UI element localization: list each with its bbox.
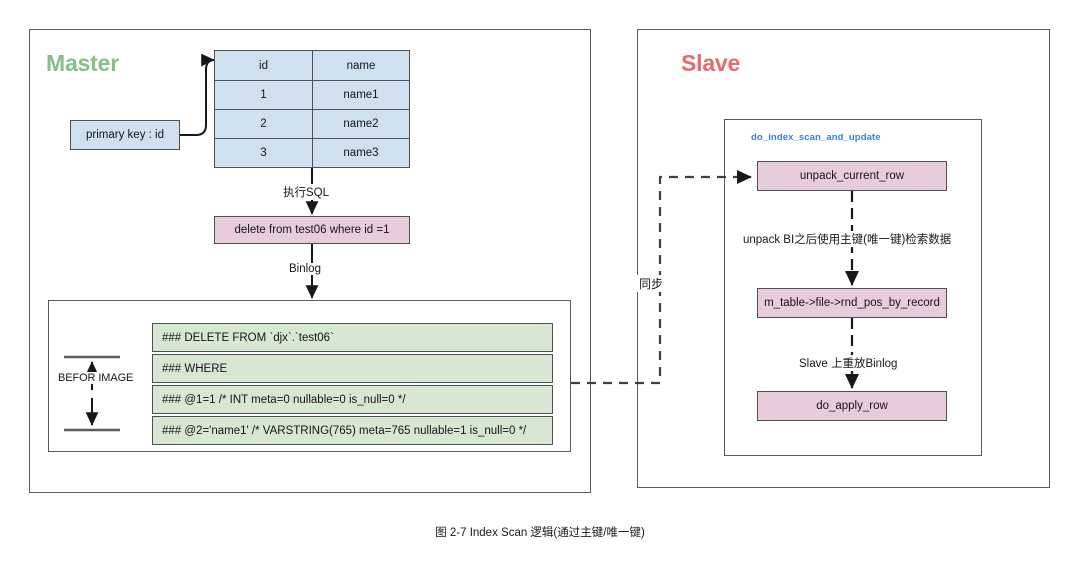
table-row: 3 name3 <box>215 138 409 167</box>
binlog-row: ### @1=1 /* INT meta=0 nullable=0 is_nul… <box>152 385 553 414</box>
sql-statement-box[interactable]: delete from test06 where id =1 <box>214 216 410 244</box>
function-name-label: do_index_scan_and_update <box>751 132 881 143</box>
unpack-current-row-node[interactable]: unpack_current_row <box>757 161 947 191</box>
table-header-id: id <box>259 59 268 72</box>
table-header-row: id name <box>215 51 409 80</box>
master-title: Master <box>46 50 119 76</box>
table-cell-id: 3 <box>260 147 267 159</box>
replay-binlog-label: Slave 上重放Binlog <box>797 355 900 371</box>
table-row: 1 name1 <box>215 80 409 109</box>
exec-sql-label: 执行SQL <box>281 184 332 200</box>
rnd-pos-by-record-node[interactable]: m_table->file->rnd_pos_by_record <box>757 288 947 318</box>
data-table: id name 1 name1 2 name2 3 name3 <box>214 50 410 168</box>
do-apply-row-node[interactable]: do_apply_row <box>757 391 947 421</box>
table-row: 2 name2 <box>215 109 409 138</box>
before-image-label: BEFOR IMAGE <box>56 372 136 384</box>
slave-title: Slave <box>681 50 741 76</box>
binlog-row: ### @2='name1' /* VARSTRING(765) meta=76… <box>152 416 553 445</box>
table-cell-name: name2 <box>312 110 409 138</box>
table-header-name: name <box>312 51 409 80</box>
table-cell-id: 1 <box>260 89 267 101</box>
figure-caption: 图 2-7 Index Scan 逻辑(通过主键/唯一键) <box>435 527 645 539</box>
binlog-row: ### WHERE <box>152 354 553 383</box>
unpack-bi-label: unpack BI之后使用主键(唯一键)检索数据 <box>741 231 954 247</box>
table-cell-name: name3 <box>312 139 409 167</box>
binlog-label: Binlog <box>287 263 323 275</box>
sync-label: 同步 <box>637 275 666 292</box>
binlog-row: ### DELETE FROM `djx`.`test06` <box>152 323 553 352</box>
table-cell-name: name1 <box>312 81 409 109</box>
table-cell-id: 2 <box>260 118 267 130</box>
primary-key-box[interactable]: primary key : id <box>70 120 180 150</box>
